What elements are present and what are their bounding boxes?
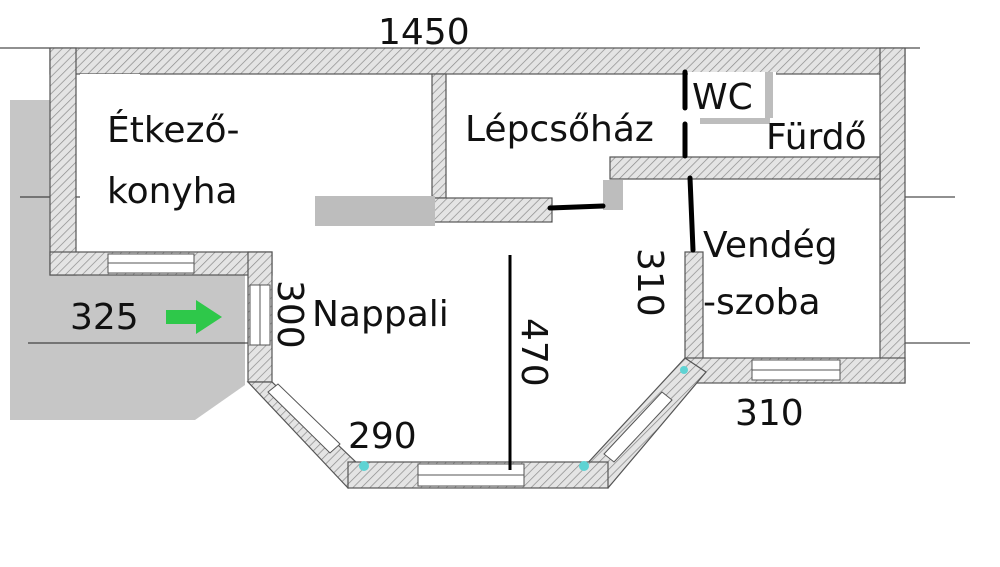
dim-bay-side: 290: [348, 416, 417, 457]
room-kitchen-label-2: konyha: [107, 171, 238, 212]
door-gap-kitchen: [80, 74, 140, 82]
room-guest-label-2: -szoba: [703, 282, 821, 323]
terrace-area: [10, 100, 245, 420]
entrance-arrow-icon: [166, 300, 222, 334]
dim-nappali-depth: 470: [513, 318, 554, 387]
dim-guest-height: 310: [629, 248, 670, 317]
marker-lines: [547, 69, 696, 253]
dim-entrance: 325: [70, 297, 139, 338]
room-guest-label-1: Vendég: [703, 225, 838, 266]
grey-block-small: [603, 180, 623, 210]
room-wc-label: WC: [692, 77, 753, 118]
dim-total-width: 1450: [378, 12, 470, 53]
bath-strip: [700, 118, 770, 124]
grey-block-stair: [315, 196, 435, 226]
window-dot: [359, 461, 369, 471]
wc-grey-tick: [765, 72, 773, 118]
room-bathroom-label: Fürdő: [766, 117, 867, 158]
windows: [107, 253, 841, 487]
room-kitchen-label-1: Étkező-: [107, 109, 240, 151]
wc-label-bg: [688, 72, 776, 118]
window-dot: [579, 461, 589, 471]
room-living-label: Nappali: [312, 294, 449, 335]
window-dot: [680, 366, 688, 374]
room-stairwell-label: Lépcsőház: [465, 109, 654, 150]
dim-nappali-side: 300: [269, 280, 310, 349]
dim-guest-width: 310: [735, 393, 804, 434]
